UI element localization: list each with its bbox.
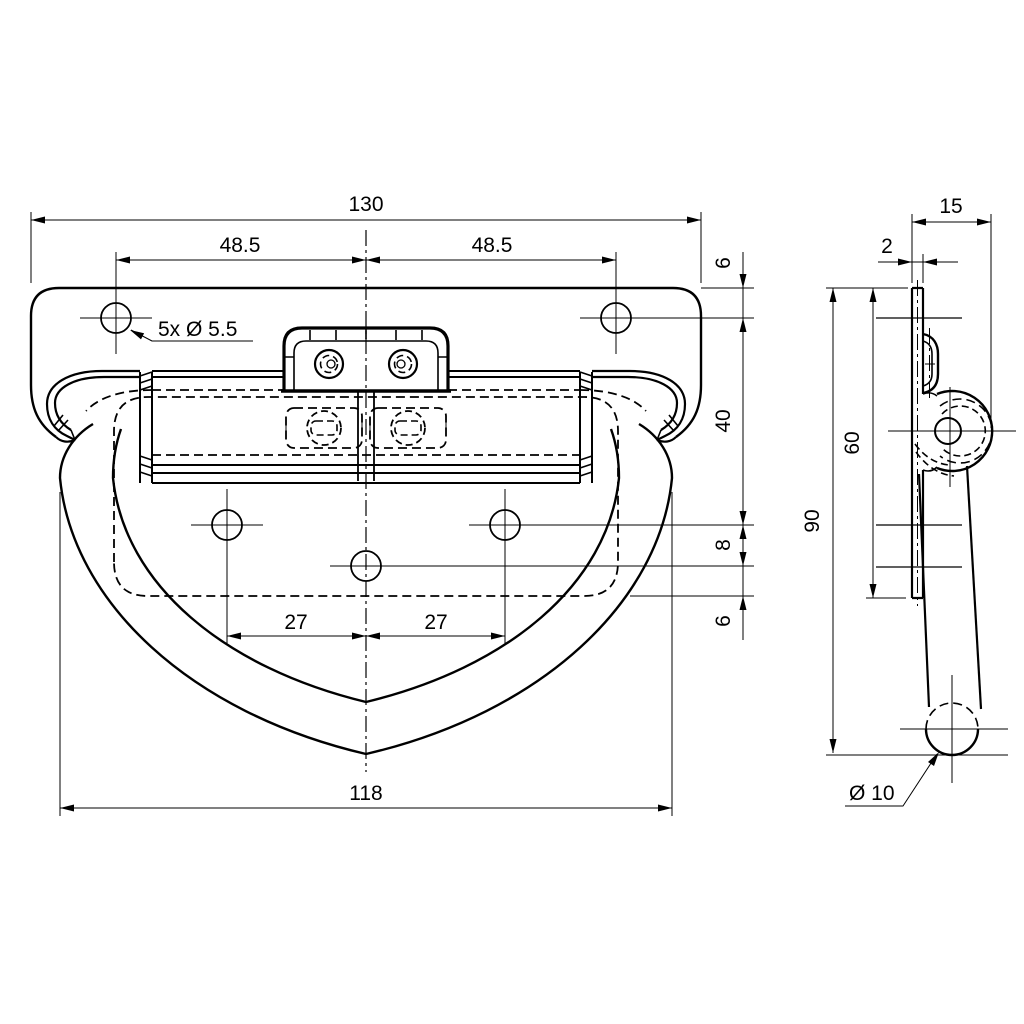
side-view: 15 2 60 90 Ø 10 <box>801 195 1016 807</box>
dim-label-118: 118 <box>349 782 382 805</box>
dim-chain-right: 6 40 8 6 <box>541 252 754 640</box>
dim-plate-height: 60 <box>826 287 908 599</box>
right-hook-curl <box>579 369 687 443</box>
dim-label-27-left: 27 <box>284 611 307 634</box>
hole-top-right <box>580 252 652 354</box>
rivet-right <box>387 348 419 380</box>
left-post <box>139 371 153 483</box>
dim-label-dia10: Ø 10 <box>849 782 895 805</box>
dim-label-48-5-right: 48.5 <box>472 234 513 257</box>
dim-label-8: 8 <box>712 539 735 551</box>
dim-label-40: 40 <box>712 409 735 432</box>
dim-label-15: 15 <box>939 195 962 218</box>
side-knuckle <box>888 387 1016 487</box>
grip-diameter-callout: Ø 10 <box>845 752 939 807</box>
left-hook-curl <box>45 369 153 443</box>
dim-thickness: 2 <box>878 235 958 283</box>
dim-hole-spacing: 48.5 48.5 <box>116 234 616 264</box>
mounting-holes <box>80 252 754 644</box>
hole-callout: 5x Ø 5.5 <box>130 318 253 342</box>
dim-label-2: 2 <box>881 235 893 258</box>
hidden-nut-right <box>369 407 447 449</box>
dim-label-6-bottom: 6 <box>712 615 735 627</box>
dim-label-27-right: 27 <box>424 611 447 634</box>
dim-overall-width: 130 <box>30 193 702 283</box>
dim-lower-spacing: 27 27 <box>227 611 505 640</box>
hidden-retainer-plate <box>113 396 619 597</box>
dim-handle-width: 118 <box>59 492 673 816</box>
hole-center <box>330 550 754 582</box>
dim-label-130: 130 <box>348 193 383 216</box>
right-post <box>579 371 593 483</box>
side-bracket-profile <box>922 328 940 399</box>
dim-label-6-top: 6 <box>712 257 735 269</box>
hole-mid-left <box>191 489 263 644</box>
hole-top-left <box>80 252 152 354</box>
rivet-left <box>313 348 345 380</box>
front-view: 130 48.5 48.5 5x Ø 5.5 6 40 8 6 <box>29 193 754 816</box>
dim-depth: 15 <box>911 195 992 428</box>
hidden-nut-left <box>285 407 363 449</box>
hole-callout-label: 5x Ø 5.5 <box>158 318 237 341</box>
dim-label-48-5-left: 48.5 <box>220 234 261 257</box>
dim-label-60: 60 <box>841 431 864 454</box>
dim-overall-height: 90 <box>801 288 1008 756</box>
side-handle <box>900 465 1008 783</box>
dim-label-90: 90 <box>801 509 824 532</box>
